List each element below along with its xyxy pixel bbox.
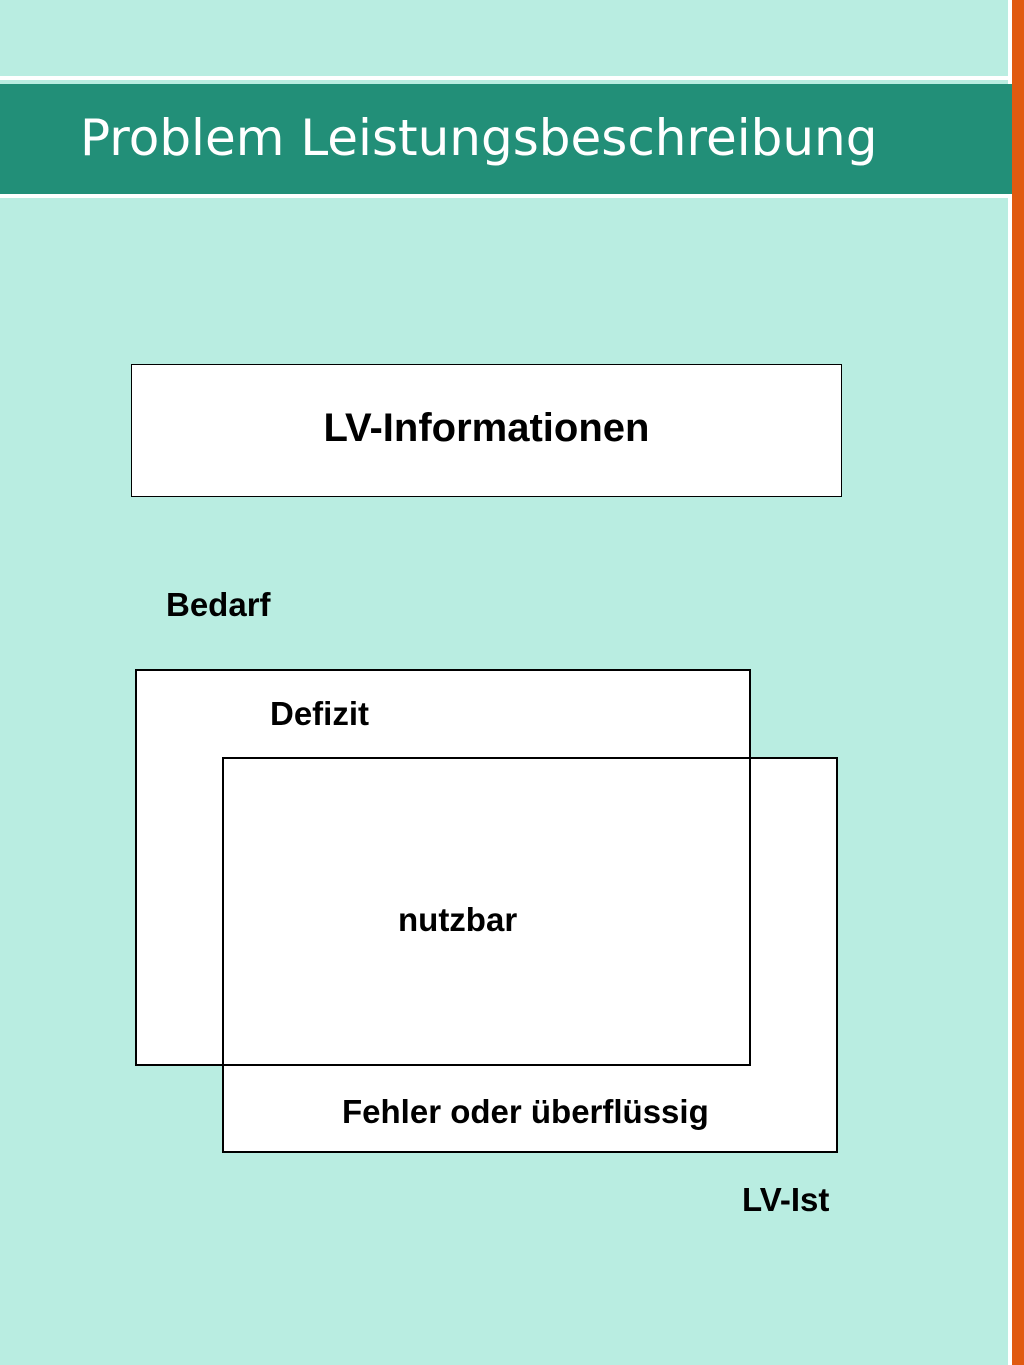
set-b-label: LV-Ist xyxy=(742,1181,830,1218)
info-box-label: LV-Informationen xyxy=(323,406,650,450)
set-a-rectangle xyxy=(135,669,751,1066)
header-bottom-rule xyxy=(0,194,1012,198)
set-b-rectangle xyxy=(222,757,838,1153)
set-b-fill xyxy=(223,758,837,1152)
region-b-only-label: Fehler oder überflüssig xyxy=(342,1093,709,1130)
right-edge-gap xyxy=(1008,0,1012,1365)
page-title: Problem Leistungsbeschreibung xyxy=(80,109,878,167)
title-banner xyxy=(0,84,1012,194)
intersection-label: nutzbar xyxy=(398,901,518,938)
right-accent-stripe xyxy=(1012,0,1024,1365)
set-a-label: Bedarf xyxy=(166,586,271,623)
header-top-rule xyxy=(0,76,1012,80)
info-box: LV-Informationen xyxy=(131,364,842,497)
region-a-only-label: Defizit xyxy=(270,695,369,732)
